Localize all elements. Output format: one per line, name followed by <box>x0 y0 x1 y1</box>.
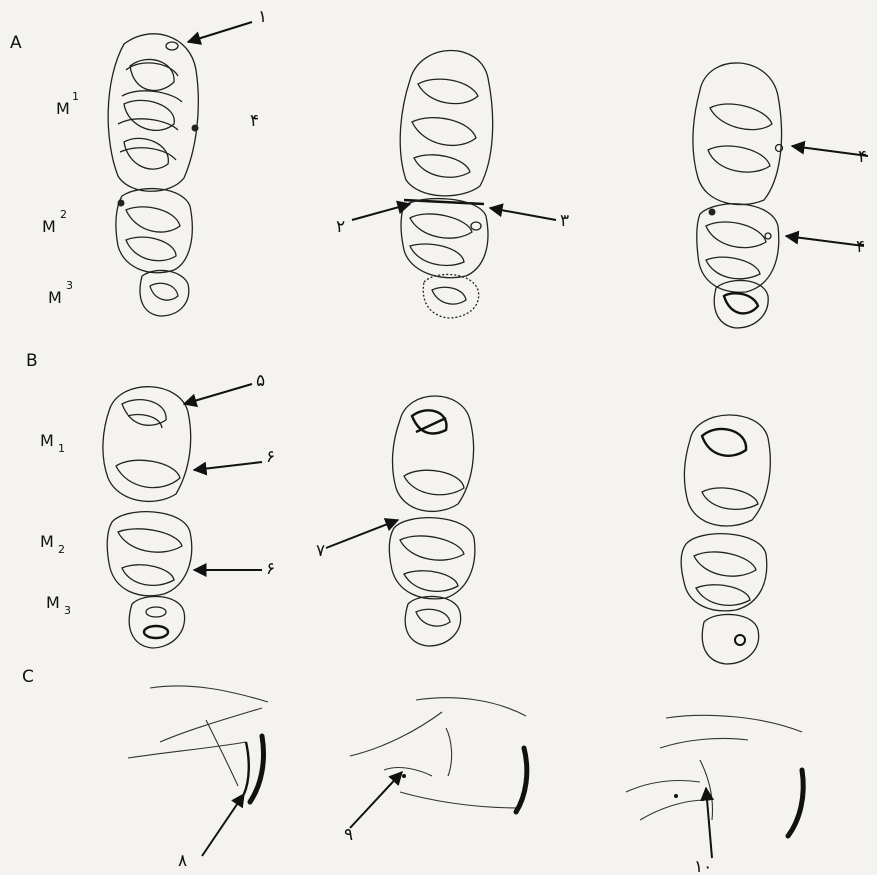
arrow-7 <box>326 520 398 548</box>
svg-text:1: 1 <box>58 442 65 455</box>
arrow-4-lower <box>786 236 864 246</box>
svg-text:M: M <box>40 532 54 551</box>
jaw-profile-right <box>626 715 803 836</box>
tooth-row-a-middle <box>400 50 492 318</box>
svg-text:3: 3 <box>64 604 71 617</box>
arrow-4-upper <box>792 146 868 156</box>
arrow-6-upper <box>194 462 262 470</box>
svg-text:1: 1 <box>72 90 79 103</box>
callout-7: ۷ <box>316 541 325 561</box>
arrow-9 <box>350 772 402 828</box>
svg-text:2: 2 <box>58 543 65 556</box>
tooth-row-b-right <box>681 415 770 664</box>
section-label-a: A <box>10 33 22 53</box>
callout-9: ۹ <box>344 825 353 845</box>
callout-2: ۲ <box>336 217 345 237</box>
callout-4-a: ۴ <box>250 111 259 131</box>
arrow-10 <box>706 788 712 858</box>
jaw-profile-middle <box>350 698 527 812</box>
svg-text:M: M <box>40 431 54 450</box>
svg-text:2: 2 <box>60 208 67 221</box>
svg-text:3: 3 <box>66 279 73 292</box>
callout-5: ۵ <box>256 371 265 391</box>
arrow-3 <box>490 208 556 220</box>
callout-3: ۳ <box>560 211 569 231</box>
tooth-row-a-right <box>693 63 783 328</box>
svg-text:M: M <box>46 593 60 612</box>
callout-10: ۱۰ <box>694 857 712 875</box>
callout-1: ۱ <box>258 7 267 27</box>
arrow-1 <box>188 22 252 42</box>
svg-text:M: M <box>48 288 62 307</box>
label-upper-m2: M 2 <box>42 208 67 236</box>
callout-6-a: ۶ <box>266 447 275 467</box>
label-upper-m3: M 3 <box>48 279 73 307</box>
tooth-row-b-left <box>103 387 192 648</box>
label-lower-m2: M 2 <box>40 532 65 556</box>
callout-4-c: ۴ <box>856 237 865 257</box>
callout-4-b: ۴ <box>858 147 867 167</box>
section-label-b: B <box>26 351 38 371</box>
arrow-5 <box>184 384 252 404</box>
section-label-c: C <box>22 667 34 687</box>
label-lower-m3: M 3 <box>46 593 71 617</box>
tooth-row-b-middle <box>389 396 475 646</box>
jaw-profile-left <box>128 686 268 802</box>
label-lower-m1: M 1 <box>40 431 65 455</box>
callout-8: ۸ <box>178 851 187 871</box>
callout-6-b: ۶ <box>266 559 275 579</box>
tooth-row-a-left <box>108 34 198 316</box>
svg-text:M: M <box>56 99 70 118</box>
svg-text:M: M <box>42 217 56 236</box>
label-upper-m1: M 1 <box>56 90 79 118</box>
arrow-8 <box>202 794 244 856</box>
